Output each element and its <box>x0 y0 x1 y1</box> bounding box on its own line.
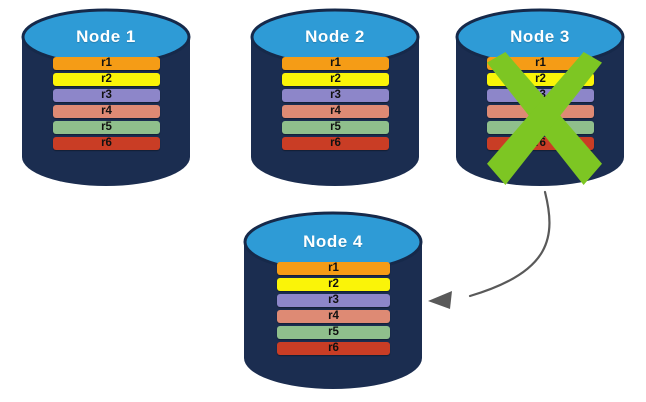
row-bar-node2-r2[interactable]: r2 <box>282 73 389 86</box>
row-bar-node1-r2[interactable]: r2 <box>53 73 160 86</box>
row-bar-node2-r3[interactable]: r3 <box>282 89 389 102</box>
row-stack-node4: r1 r2 r3 r4 r5 r6 <box>277 262 390 355</box>
row-bar-node4-r3[interactable]: r3 <box>277 294 390 307</box>
row-bar-node2-r6[interactable]: r6 <box>282 137 389 150</box>
row-bar-node1-r5[interactable]: r5 <box>53 121 160 134</box>
row-bar-node2-r1[interactable]: r1 <box>282 57 389 70</box>
row-bar-node4-r4[interactable]: r4 <box>277 310 390 323</box>
row-bar-node1-r1[interactable]: r1 <box>53 57 160 70</box>
row-stack-node2: r1 r2 r3 r4 r5 r6 <box>282 57 389 150</box>
row-bar-node4-r1[interactable]: r1 <box>277 262 390 275</box>
row-bar-node4-r6[interactable]: r6 <box>277 342 390 355</box>
replication-arrow-head <box>428 291 452 309</box>
row-bar-node4-r2[interactable]: r2 <box>277 278 390 291</box>
row-bar-node1-r6[interactable]: r6 <box>53 137 160 150</box>
row-bar-node2-r4[interactable]: r4 <box>282 105 389 118</box>
replication-arrow-line <box>468 190 551 298</box>
row-bar-node4-r5[interactable]: r5 <box>277 326 390 339</box>
row-stack-node1: r1 r2 r3 r4 r5 r6 <box>53 57 160 150</box>
row-bar-node1-r3[interactable]: r3 <box>53 89 160 102</box>
row-bar-node1-r4[interactable]: r4 <box>53 105 160 118</box>
row-bar-node2-r5[interactable]: r5 <box>282 121 389 134</box>
